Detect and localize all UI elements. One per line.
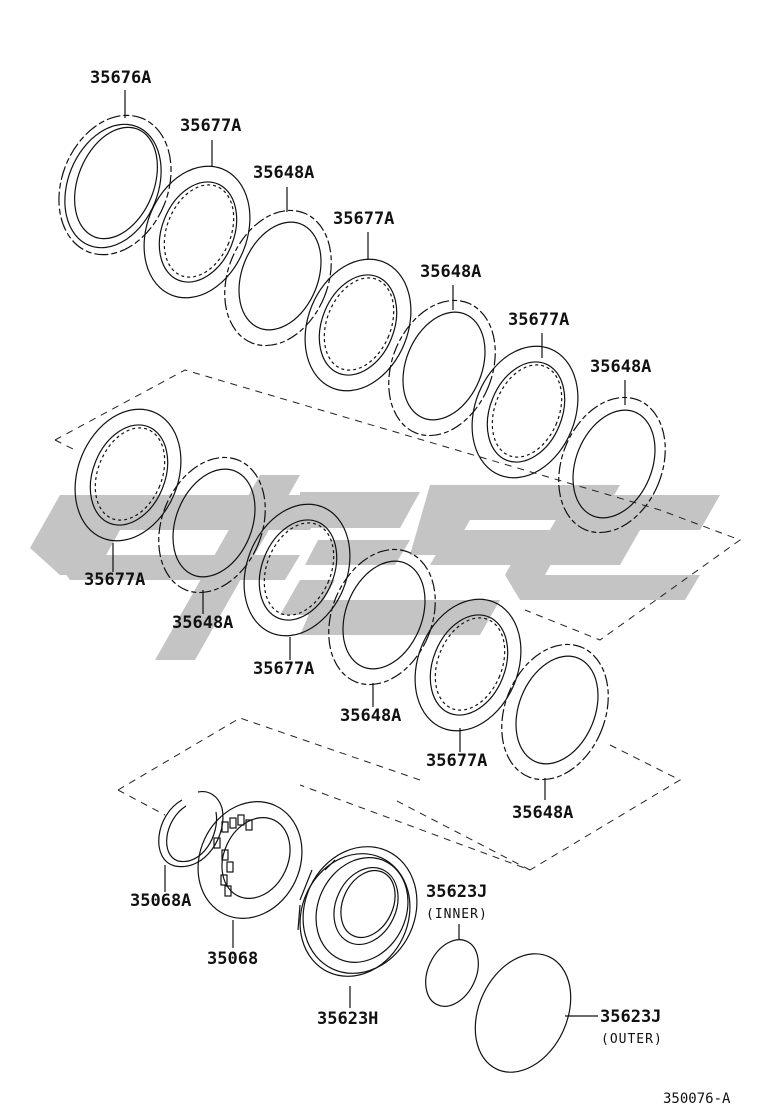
part-35677A-friction-disc[interactable]: [286, 232, 430, 407]
part-35623J-outer-o-ring[interactable]: [457, 938, 598, 1088]
part-35648A-steel-plate[interactable]: [205, 187, 350, 362]
part-35623J-inner-o-ring[interactable]: [415, 924, 488, 1015]
callout-qualifier-inner: (INNER): [426, 907, 488, 922]
group-outline-piston: [117, 717, 682, 871]
part-35676A-flange-plate[interactable]: [39, 90, 191, 272]
part-35677A-friction-disc[interactable]: [396, 583, 540, 752]
part-35068-return-spring-assembly[interactable]: [179, 784, 320, 948]
part-35648A-steel-plate[interactable]: [139, 441, 284, 614]
callout-35648A[interactable]: 35648A: [512, 803, 573, 823]
callout-qualifier-outer: (OUTER): [601, 1032, 663, 1047]
group-outline-clutch-pack: [54, 369, 742, 641]
callout-35648A[interactable]: 35648A: [253, 163, 314, 183]
part-35623H-piston[interactable]: [280, 828, 437, 1008]
spring-coils-icon: [213, 814, 253, 897]
part-35068A-snap-ring[interactable]: [158, 790, 224, 892]
callout-35068A[interactable]: 35068A: [130, 891, 191, 911]
part-35648A-steel-plate[interactable]: [482, 628, 627, 800]
callout-35648A[interactable]: 35648A: [420, 262, 481, 282]
callout-35648A[interactable]: 35648A: [590, 357, 651, 377]
watermark-logo: [30, 475, 720, 660]
callout-35623J-inner[interactable]: 35623J: [426, 882, 487, 902]
callout-35648A[interactable]: 35648A: [340, 706, 401, 726]
callout-35677A[interactable]: 35677A: [253, 659, 314, 679]
callout-35623H[interactable]: 35623H: [317, 1009, 378, 1029]
callout-35677A[interactable]: 35677A: [426, 751, 487, 771]
part-35677A-friction-disc[interactable]: [453, 330, 597, 494]
part-35677A-friction-disc[interactable]: [56, 393, 200, 572]
part-35648A-steel-plate[interactable]: [369, 284, 514, 451]
callout-35648A[interactable]: 35648A: [172, 613, 233, 633]
callout-35676A[interactable]: 35676A: [90, 68, 151, 88]
callout-35677A[interactable]: 35677A: [333, 209, 394, 229]
figure-code: 350076-A: [663, 1091, 731, 1107]
callout-35677A[interactable]: 35677A: [84, 570, 145, 590]
part-35677A-friction-disc[interactable]: [125, 140, 269, 314]
callout-35677A[interactable]: 35677A: [180, 116, 241, 136]
callout-35623J-outer[interactable]: 35623J: [600, 1007, 661, 1027]
callout-35068[interactable]: 35068: [207, 949, 258, 969]
part-35648A-steel-plate[interactable]: [309, 533, 454, 707]
part-35648A-steel-plate[interactable]: [539, 380, 684, 549]
part-35677A-friction-disc[interactable]: [225, 488, 369, 660]
callout-35677A[interactable]: 35677A: [508, 310, 569, 330]
